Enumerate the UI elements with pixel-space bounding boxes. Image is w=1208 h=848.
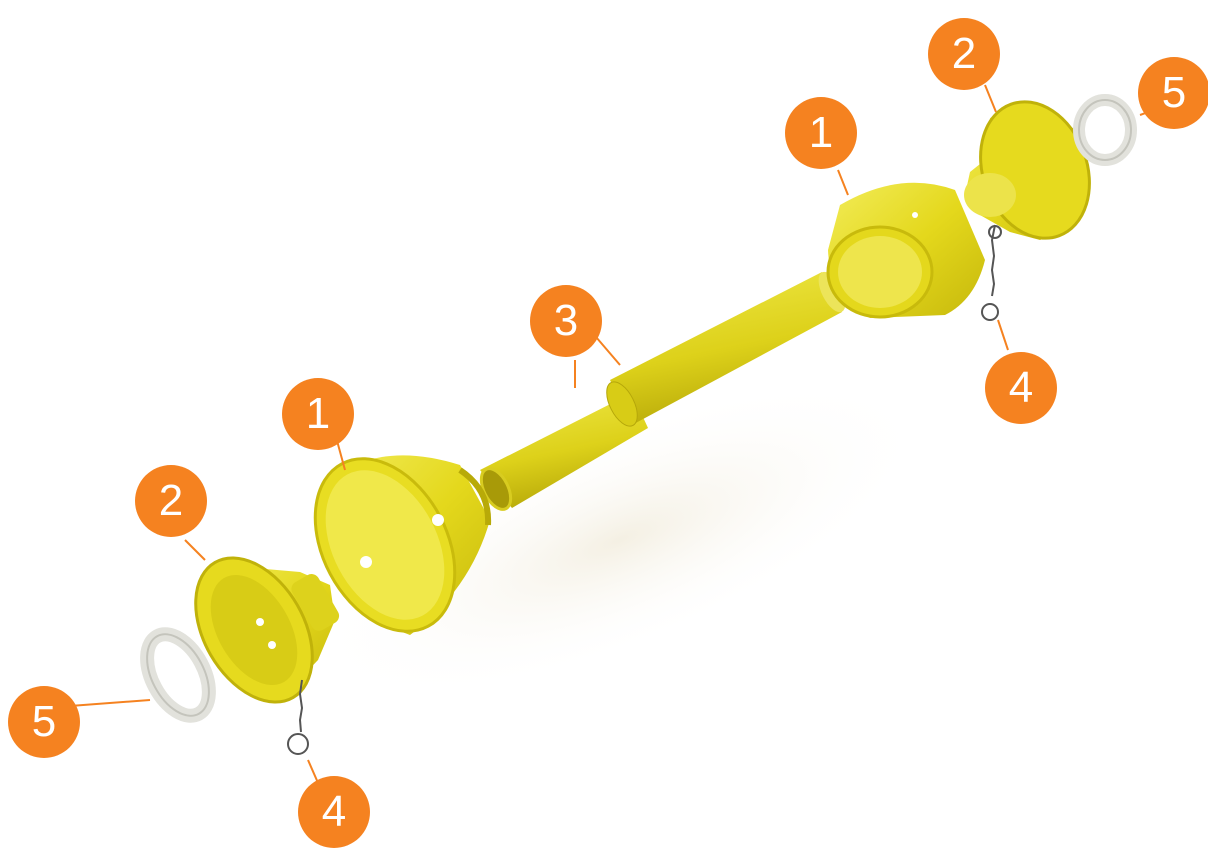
callout-right-bearing-ring: 5 xyxy=(1138,57,1208,129)
callout-label: 5 xyxy=(1162,71,1186,115)
callout-label: 1 xyxy=(809,111,833,155)
callout-label: 4 xyxy=(322,790,346,834)
callout-left-chain: 4 xyxy=(298,776,370,848)
right-chain-part xyxy=(982,225,1001,320)
callout-right-outer-cone: 1 xyxy=(785,97,857,169)
callout-right-inner-cone: 2 xyxy=(928,18,1000,90)
callout-label: 1 xyxy=(306,392,330,436)
callout-label: 3 xyxy=(554,299,578,343)
callout-label: 2 xyxy=(952,32,976,76)
callout-left-outer-cone: 1 xyxy=(282,378,354,450)
callout-tube: 3 xyxy=(530,285,602,357)
right-outer-cone-part xyxy=(828,183,985,318)
callout-label: 4 xyxy=(1009,366,1033,410)
callout-label: 5 xyxy=(32,700,56,744)
callout-label: 2 xyxy=(159,479,183,523)
left-inner-cone-part xyxy=(172,537,342,722)
callout-right-chain: 4 xyxy=(985,352,1057,424)
right-bearing-ring-part xyxy=(1079,100,1131,160)
callout-left-bearing-ring: 5 xyxy=(8,686,80,758)
callout-left-inner-cone: 2 xyxy=(135,465,207,537)
